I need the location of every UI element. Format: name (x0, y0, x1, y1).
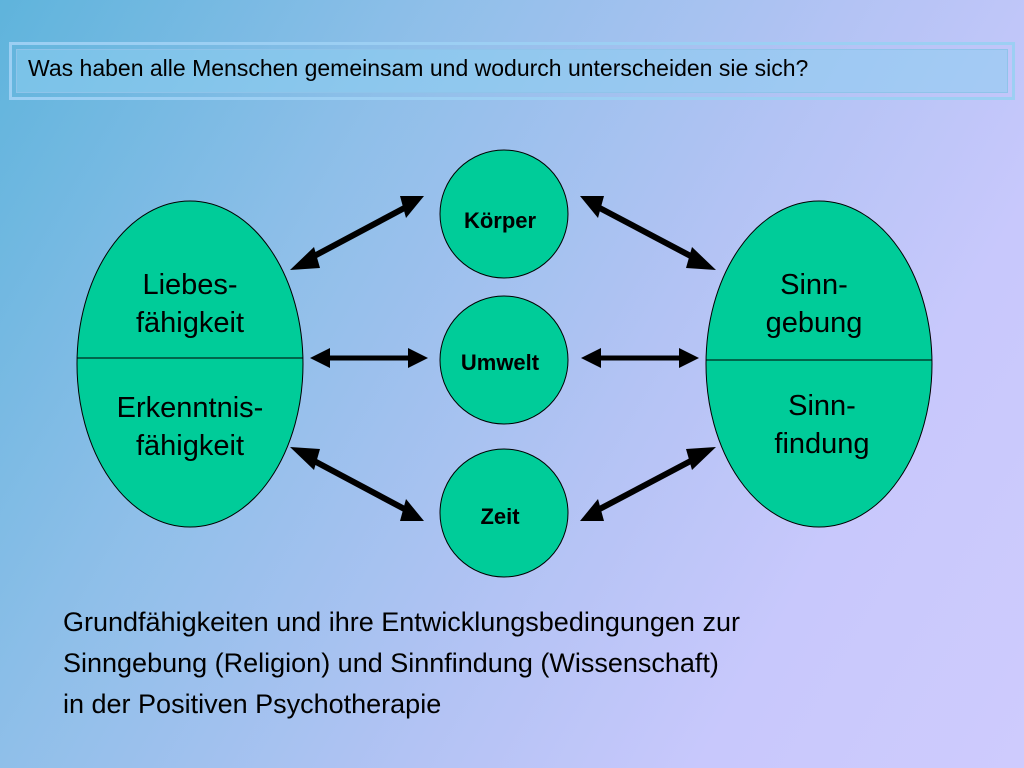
node-umwelt (439, 295, 569, 425)
left-top-line2: fähigkeit (135, 307, 244, 339)
caption-line3: in der Positiven Psychotherapie (63, 689, 442, 719)
arrow-left-bottom (290, 447, 424, 521)
node-zeit (439, 448, 569, 578)
left-top-label: Liebes- fähigkeit (90, 266, 290, 342)
right-bottom-label: Sinn- findung (722, 387, 922, 463)
right-bottom-line1: Sinn- (788, 390, 856, 422)
left-bottom-line2: fähigkeit (135, 430, 244, 462)
left-ellipse (76, 200, 304, 528)
node-koerper-label: Körper (463, 208, 537, 233)
arrow-left-top (290, 196, 424, 270)
left-bottom-line1: Erkenntnis- (116, 392, 264, 424)
right-top-label: Sinn- gebung (714, 266, 914, 342)
title-frame (9, 42, 1015, 100)
title-box (16, 49, 1008, 93)
node-umwelt-label: Umwelt (460, 350, 540, 375)
caption: Grundfähigkeiten und ihre Entwicklungsbe… (63, 602, 740, 725)
caption-line1: Grundfähigkeiten und ihre Entwicklungsbe… (63, 607, 740, 637)
right-top-line2: gebung (765, 307, 863, 339)
arrow-right-middle (581, 348, 699, 368)
page-title: Was haben alle Menschen gemeinsam und wo… (28, 55, 809, 81)
left-bottom-label: Erkenntnis- fähigkeit (90, 389, 290, 465)
node-koerper (439, 149, 569, 279)
arrow-right-top (580, 196, 716, 270)
right-top-line1: Sinn- (780, 269, 848, 301)
right-bottom-line2: findung (774, 428, 870, 460)
arrow-left-middle (310, 348, 428, 368)
arrow-right-bottom (580, 447, 716, 521)
node-zeit-label: Zeit (480, 504, 520, 529)
left-top-line1: Liebes- (142, 269, 238, 301)
right-ellipse (705, 200, 933, 528)
caption-line2: Sinngebung (Religion) und Sinnfindung (W… (63, 648, 719, 678)
